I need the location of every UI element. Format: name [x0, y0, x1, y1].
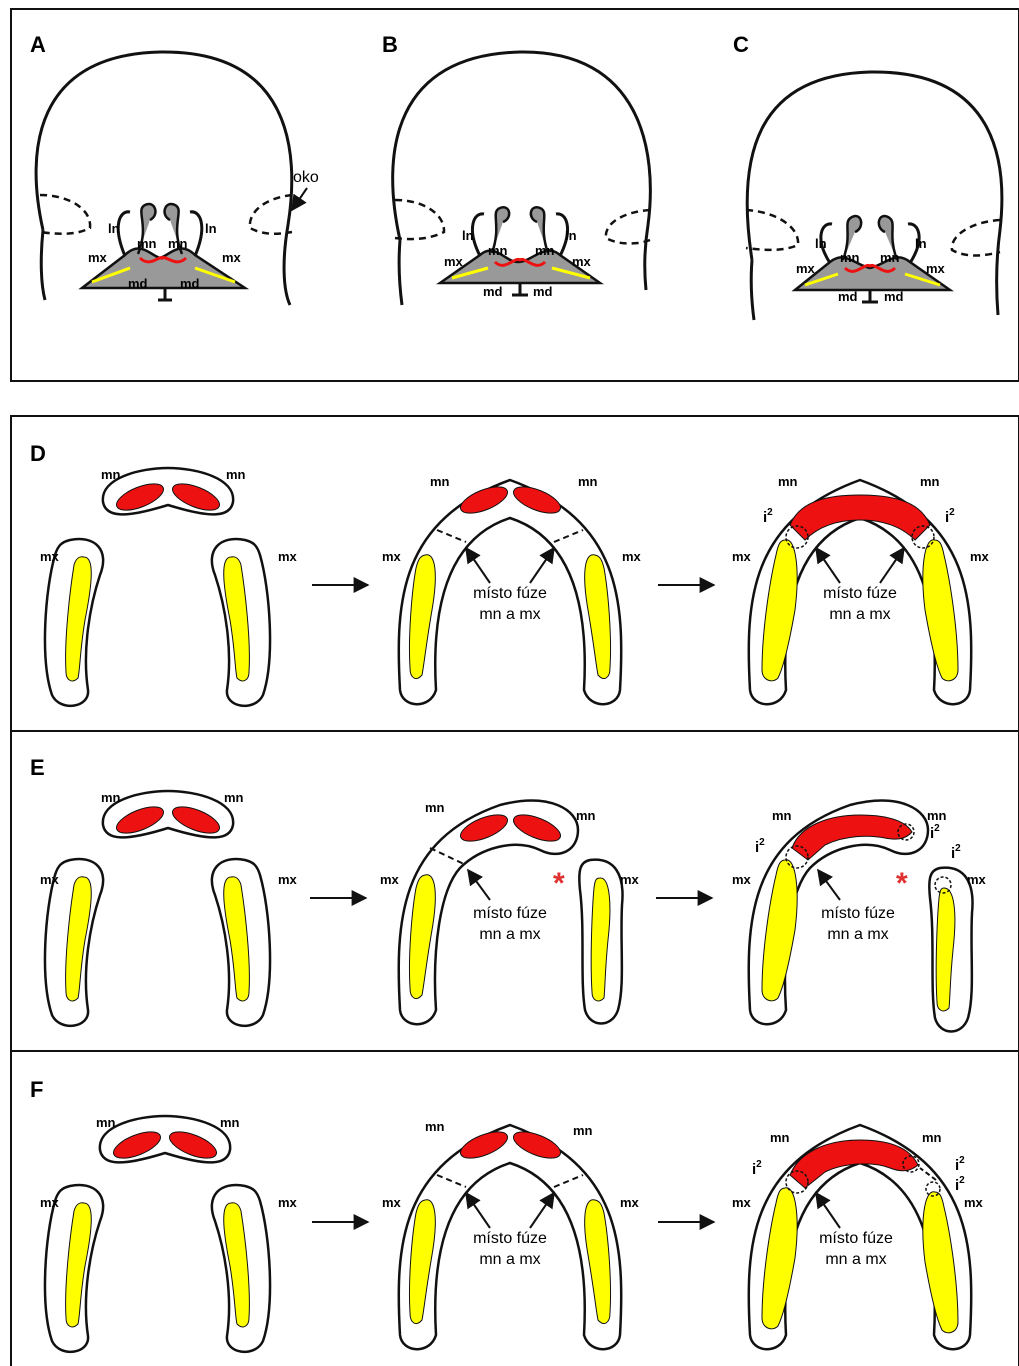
label-i2-f3-right-upper: i2: [955, 1155, 965, 1174]
label-mx-left-b: mx: [444, 254, 464, 269]
label-i2-e3-left: i2: [755, 837, 765, 856]
label-i2-e3-right: i2: [951, 843, 961, 862]
label-fusion-f2-line1: místo fúze: [473, 1230, 547, 1247]
label-md-left-b: md: [483, 284, 503, 299]
label-mx-d2-right: mx: [622, 549, 642, 564]
label-mx-f2-right: mx: [620, 1195, 640, 1210]
label-md-left-c: md: [838, 289, 858, 304]
panel-label-f: F: [30, 1077, 43, 1102]
label-ln-right-c: ln: [915, 236, 927, 251]
label-mx-right-c: mx: [926, 261, 946, 276]
label-mx-e3-left: mx: [732, 872, 752, 887]
label-mx-e1-left: mx: [40, 872, 60, 887]
head-a: ln ln mn mn mx mx md md oko: [36, 52, 319, 305]
label-mx-e1-right: mx: [278, 872, 298, 887]
label-mn-f3-right: mn: [922, 1130, 942, 1145]
label-i2-f3-right-lower: i2: [955, 1175, 965, 1194]
label-fusion-e2-line2: mn a mx: [479, 926, 540, 943]
label-mn-f1-right: mn: [220, 1115, 240, 1130]
label-md-right-c: md: [884, 289, 904, 304]
label-mx-left-a: mx: [88, 250, 108, 265]
label-md-right-a: md: [180, 276, 200, 291]
label-mn-e1-left: mn: [101, 790, 121, 805]
label-mx-d1-right: mx: [278, 549, 298, 564]
panel-label-b: B: [382, 32, 398, 57]
head-b: ln ln mn mn mx mx md md: [393, 52, 651, 305]
label-mx-right-a: mx: [222, 250, 242, 265]
label-mn-d2-left: mn: [430, 474, 450, 489]
label-fusion-d2-line1: místo fúze: [473, 585, 547, 602]
panel-label-e: E: [30, 755, 45, 780]
label-md-left-a: md: [128, 276, 148, 291]
label-fusion-e3-line2: mn a mx: [827, 926, 888, 943]
label-mn-left-a: mn: [137, 236, 157, 251]
asterisk-e2: *: [553, 867, 565, 900]
label-i2-e3-mid: i2: [930, 823, 940, 842]
label-mn-f2-left: mn: [425, 1119, 445, 1134]
label-ln-left-a: ln: [108, 221, 120, 236]
label-fusion-e3-line1: místo fúze: [821, 905, 895, 922]
label-mx-e2-left: mx: [380, 872, 400, 887]
label-mx-f2-left: mx: [382, 1195, 402, 1210]
label-fusion-f3-line1: místo fúze: [819, 1230, 893, 1247]
label-fusion-e2-line1: místo fúze: [473, 905, 547, 922]
label-mn-right-c: mn: [880, 250, 900, 265]
label-i2-d3-right: i2: [945, 507, 955, 526]
panel-label-d: D: [30, 441, 46, 466]
label-mn-d1-left: mn: [101, 467, 121, 482]
label-fusion-f3-line2: mn a mx: [825, 1251, 886, 1268]
label-mn-f3-left: mn: [770, 1130, 790, 1145]
label-mx-f3-left: mx: [732, 1195, 752, 1210]
label-mx-d1-left: mx: [40, 549, 60, 564]
label-md-right-b: md: [533, 284, 553, 299]
label-mn-d1-right: mn: [226, 467, 246, 482]
label-mn-d3-right: mn: [920, 474, 940, 489]
label-i2-f3-left: i2: [752, 1159, 762, 1178]
label-mn-e1-right: mn: [224, 790, 244, 805]
label-mx-d3-left: mx: [732, 549, 752, 564]
label-mx-right-b: mx: [572, 254, 592, 269]
label-fusion-f2-line2: mn a mx: [479, 1251, 540, 1268]
label-mn-d2-right: mn: [578, 474, 598, 489]
label-mx-e3-right: mx: [967, 872, 987, 887]
row-f: mn mn mx mx mn mn mx mx místo fúze mn a …: [40, 1115, 984, 1352]
label-mn-left-b: mn: [488, 243, 508, 258]
label-mx-f1-right: mx: [278, 1195, 298, 1210]
label-fusion-d2-line2: mn a mx: [479, 606, 540, 623]
label-ln-right-a: ln: [205, 221, 217, 236]
label-mn-right-a: mn: [168, 236, 188, 251]
panel-label-c: C: [733, 32, 749, 57]
label-mn-e2-left: mn: [425, 800, 445, 815]
label-mn-f1-left: mn: [96, 1115, 116, 1130]
label-mn-e3-left: mn: [772, 808, 792, 823]
label-mx-e2-right: mx: [620, 872, 640, 887]
label-mn-f2-right: mn: [573, 1123, 593, 1138]
row-d: mn mn mx mx mn mn mx mx místo fúze mn a …: [40, 467, 990, 706]
label-mx-f1-left: mx: [40, 1195, 60, 1210]
label-mx-f3-right: mx: [964, 1195, 984, 1210]
label-ln-left-b: ln: [462, 228, 474, 243]
label-mn-e3-right: mn: [927, 808, 947, 823]
label-oko: oko: [293, 169, 319, 186]
label-ln-left-c: ln: [815, 236, 827, 251]
label-mn-d3-left: mn: [778, 474, 798, 489]
label-mn-e2-right: mn: [576, 808, 596, 823]
label-mx-left-c: mx: [796, 261, 816, 276]
label-mn-left-c: mn: [840, 250, 860, 265]
label-mx-d3-right: mx: [970, 549, 990, 564]
asterisk-e3: *: [896, 867, 908, 900]
head-c: ln ln mn mn mx mx md md: [746, 72, 1002, 320]
label-fusion-d3-line1: místo fúze: [823, 585, 897, 602]
label-mx-d2-left: mx: [382, 549, 402, 564]
row-e: mn mn mx mx * mn mn mx mx místo fúze mn …: [40, 790, 987, 1032]
label-ln-right-b: ln: [565, 228, 577, 243]
label-fusion-d3-line2: mn a mx: [829, 606, 890, 623]
label-mn-right-b: mn: [535, 243, 555, 258]
panel-label-a: A: [30, 32, 46, 57]
label-i2-d3-left: i2: [763, 507, 773, 526]
